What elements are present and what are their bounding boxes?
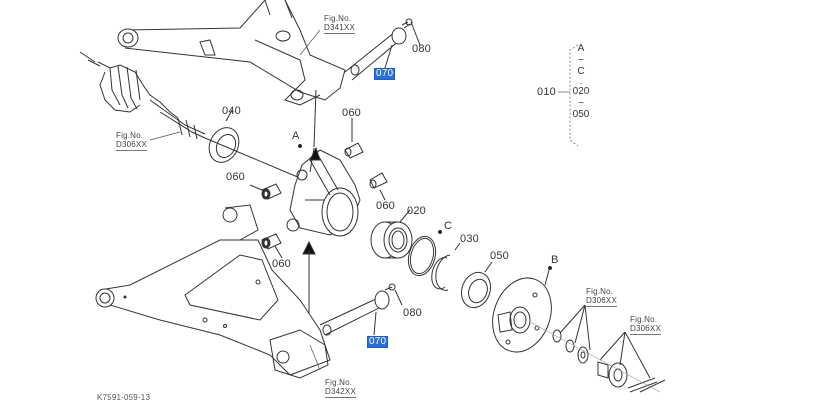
bushings-060 <box>250 118 387 258</box>
part-link-070-top[interactable]: 070 <box>373 68 396 80</box>
fig-ref-code: D342XX <box>325 387 356 399</box>
part-label-040: 040 <box>222 105 241 117</box>
group-label-010: 010 <box>537 86 556 98</box>
group-item: C <box>577 66 585 77</box>
group-item: A <box>577 43 585 54</box>
hub-b <box>483 267 562 361</box>
fig-ref-code: D306XX <box>586 296 617 308</box>
fig-ref-line1: Fig.No. <box>116 131 144 140</box>
assembly-letter-c: C <box>444 220 453 232</box>
part-label-060-b: 060 <box>226 171 245 183</box>
fig-ref-line1: Fig.No. <box>324 14 352 23</box>
part-label-080-bottom: 080 <box>403 307 422 319</box>
seal-050 <box>457 262 496 312</box>
fig-ref-code: D341XX <box>324 23 355 35</box>
upper-control-arm <box>118 0 345 105</box>
snap-ring-c <box>404 231 441 279</box>
fig-ref-hub-washers: Fig.No. D306XX <box>586 287 617 308</box>
drive-shaft <box>80 52 205 139</box>
fig-ref-drive-shaft: Fig.No. D306XX <box>116 131 147 152</box>
group-item: ~ <box>578 98 584 109</box>
assembly-letter-b: B <box>551 254 559 266</box>
fig-ref-line1: Fig.No. <box>586 287 614 296</box>
fig-ref-code: D306XX <box>630 324 661 336</box>
group-items: A ~ C · 020 ~ 050 <box>571 44 591 122</box>
drawing-code: K7591-059-13 <box>97 393 151 402</box>
fig-ref-line1: Fig.No. <box>325 378 353 387</box>
fig-ref-lower-arm: Fig.No. D342XX <box>325 378 356 399</box>
group-bracket <box>558 45 578 146</box>
group-item: 020 <box>572 86 590 97</box>
group-item: 050 <box>572 109 590 120</box>
fig-ref-line1: Fig.No. <box>630 315 658 324</box>
circlip-030 <box>432 243 460 290</box>
leader-lines <box>80 30 320 370</box>
part-label-060-a: 060 <box>342 107 361 119</box>
part-label-060-c: 060 <box>376 200 395 212</box>
seal-040 <box>204 110 300 178</box>
group-item: ~ <box>578 55 584 66</box>
part-label-060-d: 060 <box>272 258 291 270</box>
lower-control-arm <box>96 205 330 378</box>
part-label-080-top: 080 <box>412 43 431 55</box>
part-label-030: 030 <box>460 233 479 245</box>
part-label-050: 050 <box>490 250 509 262</box>
lower-pin <box>320 284 402 335</box>
fig-ref-code: D306XX <box>116 140 147 152</box>
assembly-letter-a: A <box>292 130 300 142</box>
fig-ref-hub-nut: Fig.No. D306XX <box>630 315 661 336</box>
upper-pin <box>345 19 420 80</box>
part-link-070-bottom[interactable]: 070 <box>366 336 389 348</box>
knuckle <box>287 90 360 330</box>
bearing-020 <box>371 210 412 258</box>
part-label-020: 020 <box>407 205 426 217</box>
hub-hardware <box>530 305 665 392</box>
fig-ref-upper-arm: Fig.No. D341XX <box>324 14 355 35</box>
group-item: · <box>579 78 583 89</box>
